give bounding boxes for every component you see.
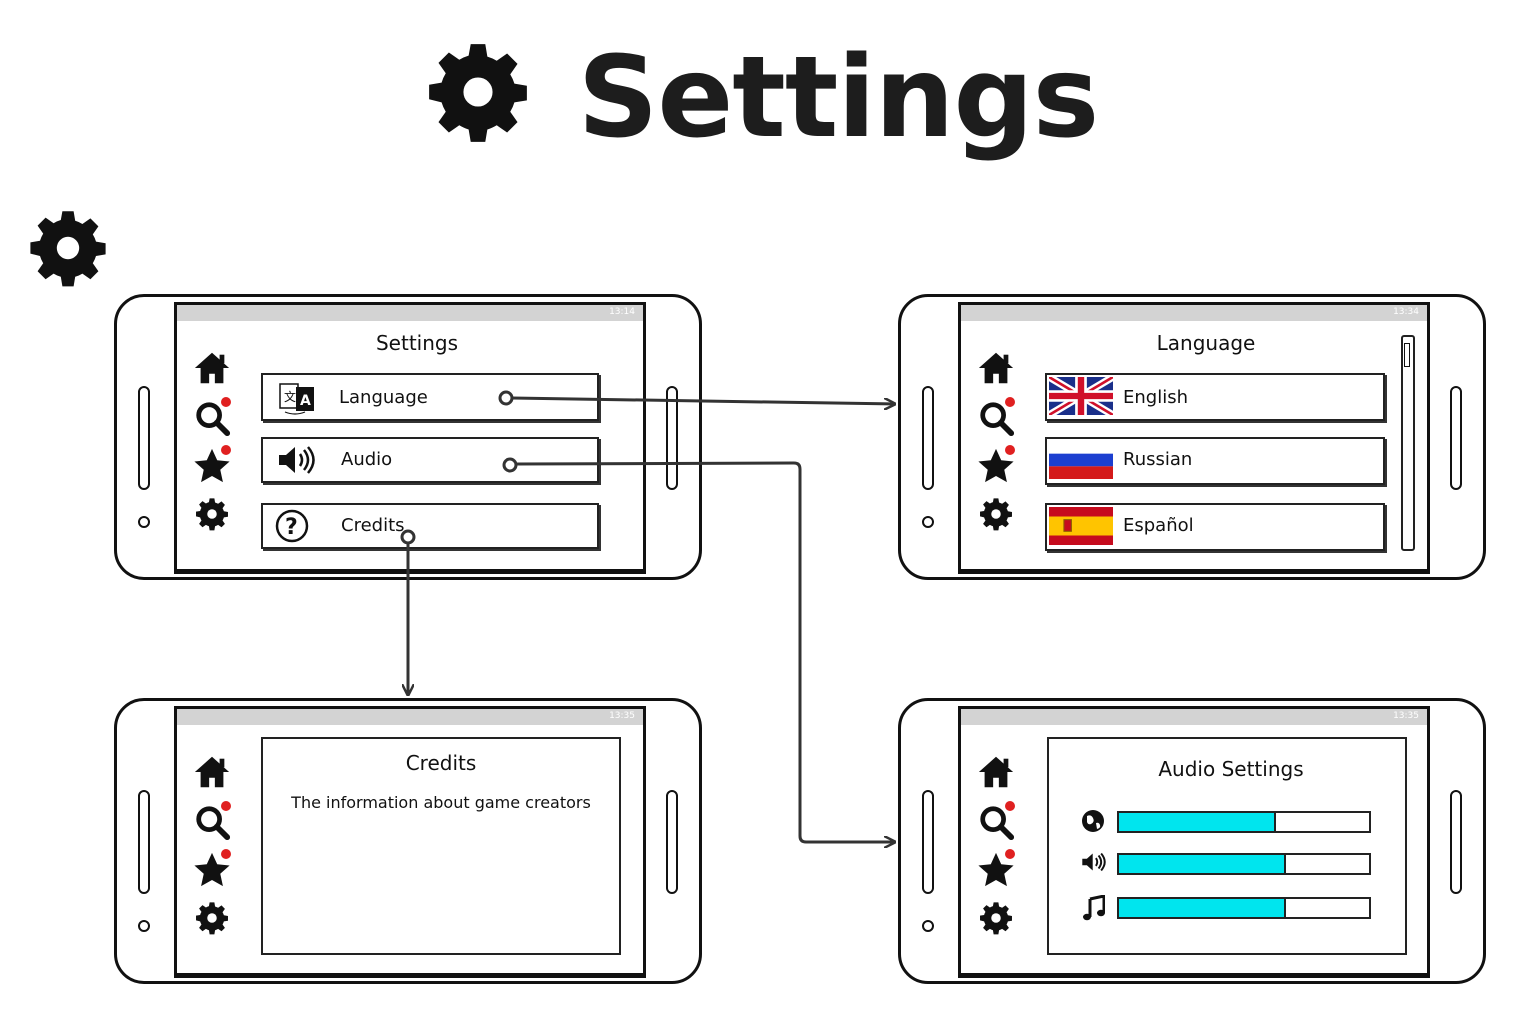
status-time: 13:14 (609, 307, 635, 317)
global-volume-slider[interactable] (1117, 811, 1371, 833)
audio-screen: 13:35 Audio Settings (958, 706, 1430, 978)
slider-fill (1119, 899, 1286, 917)
audio-panel: Audio Settings (1047, 737, 1407, 955)
gear-icon[interactable] (979, 497, 1013, 531)
home-icon[interactable] (977, 753, 1015, 791)
page-title-text: Settings (577, 33, 1100, 163)
speaker-icon (1082, 852, 1106, 872)
notification-dot (1005, 445, 1015, 455)
credits-text: The information about game creators (291, 793, 591, 812)
settings-item-label: Language (339, 387, 428, 408)
uk-flag-icon (1049, 377, 1113, 415)
gear-icon[interactable] (195, 901, 229, 935)
home-icon[interactable] (193, 753, 231, 791)
spain-flag-icon (1049, 507, 1113, 545)
music-note-icon (1083, 895, 1105, 921)
question-circle-icon: ? (275, 509, 309, 543)
phone-audio-screen: 13:35 Audio Settings (898, 698, 1486, 984)
phone-language-screen: 13:34 Language English (898, 294, 1486, 580)
settings-item-label: Audio (341, 449, 393, 470)
credits-panel: Credits The information about game creat… (261, 737, 621, 955)
notification-dot (221, 801, 231, 811)
notification-dot (221, 397, 231, 407)
sound-volume-slider[interactable] (1117, 853, 1371, 875)
status-time: 13:35 (609, 711, 635, 721)
settings-item-audio[interactable]: Audio (261, 437, 599, 483)
settings-item-label: Credits (341, 515, 405, 536)
slider-fill (1119, 813, 1276, 831)
page-title: Settings (0, 28, 1524, 168)
phone-credits-screen: 13:35 Credits The information about game… (114, 698, 702, 984)
gear-icon[interactable] (195, 497, 229, 531)
screen-title: Audio Settings (1158, 757, 1304, 781)
music-volume-slider[interactable] (1117, 897, 1371, 919)
notification-dot (1005, 849, 1015, 859)
translate-icon: 文 A (279, 383, 314, 415)
language-item-label: Español (1123, 515, 1194, 536)
notification-dot (1005, 397, 1015, 407)
settings-item-language[interactable]: 文 A Language (261, 373, 599, 421)
language-item-label: English (1123, 387, 1188, 408)
settings-screen: 13:14 Settings 文 A Language Audio (174, 302, 646, 574)
svg-text:?: ? (285, 515, 298, 540)
status-time: 13:34 (1393, 307, 1419, 317)
home-icon[interactable] (977, 349, 1015, 387)
language-item-russian[interactable]: Russian (1045, 437, 1385, 485)
credits-screen: 13:35 Credits The information about game… (174, 706, 646, 978)
scrollbar[interactable] (1401, 335, 1415, 551)
notification-dot (1005, 801, 1015, 811)
language-screen: 13:34 Language English (958, 302, 1430, 574)
screen-title: Credits (405, 751, 477, 775)
language-item-english[interactable]: English (1045, 373, 1385, 421)
gear-icon[interactable] (979, 901, 1013, 935)
gear-icon (426, 40, 530, 144)
gear-icon (28, 208, 108, 288)
svg-text:文: 文 (284, 389, 296, 404)
status-time: 13:35 (1393, 711, 1419, 721)
slider-fill (1119, 855, 1286, 873)
russia-flag-icon (1049, 441, 1113, 479)
home-icon[interactable] (193, 349, 231, 387)
globe-icon (1082, 810, 1104, 832)
speaker-icon (279, 446, 315, 474)
screen-title: Settings (375, 331, 459, 355)
language-item-espanol[interactable]: Español (1045, 503, 1385, 551)
notification-dot (221, 445, 231, 455)
settings-item-credits[interactable]: ? Credits (261, 503, 599, 549)
language-item-label: Russian (1123, 449, 1193, 470)
notification-dot (221, 849, 231, 859)
screen-title: Language (1156, 331, 1256, 355)
svg-text:A: A (300, 393, 311, 409)
phone-settings-screen: 13:14 Settings 文 A Language Audio (114, 294, 702, 580)
